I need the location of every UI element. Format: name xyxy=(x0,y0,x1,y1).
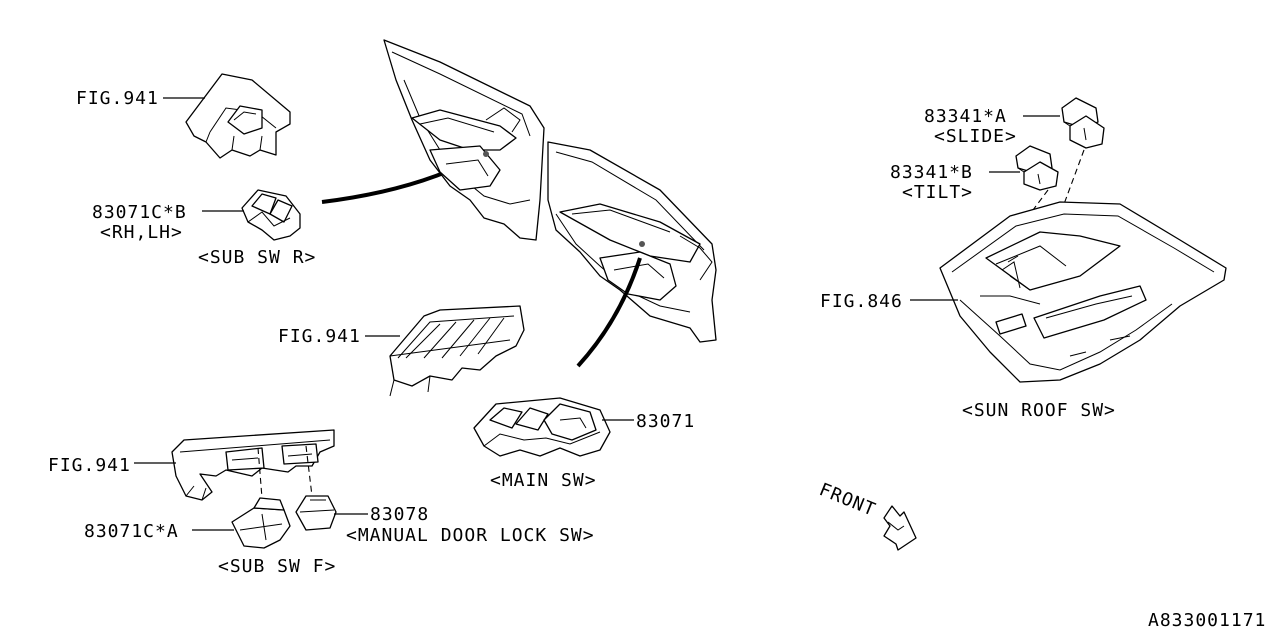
slide-label: <SLIDE> xyxy=(934,126,1017,147)
diagram-id: A833001171 xyxy=(1148,610,1266,631)
part-83071-label[interactable]: 83071 xyxy=(636,411,695,432)
part-83071c-a-label[interactable]: 83071C*A xyxy=(84,521,179,542)
sun-roof-sw-label: <SUN ROOF SW> xyxy=(962,400,1116,421)
fig941-mid-label[interactable]: FIG.941 xyxy=(278,326,361,347)
rh-lh-label: <RH,LH> xyxy=(100,222,183,243)
overhead-console xyxy=(939,201,1227,383)
slide-switch xyxy=(1061,97,1105,149)
fig941-bottom-label[interactable]: FIG.941 xyxy=(48,455,131,476)
part-83341-b-label[interactable]: 83341*B xyxy=(890,162,973,183)
tilt-label: <TILT> xyxy=(902,182,973,203)
front-armrest-panel xyxy=(389,305,525,397)
manual-door-lock-switch xyxy=(295,495,337,531)
front-door-trim xyxy=(547,141,717,343)
part-83341-a-label[interactable]: 83341*A xyxy=(924,106,1007,127)
sub-sw-r-label: <SUB SW R> xyxy=(198,247,316,268)
rear-door-trim xyxy=(383,39,545,241)
part-83078-label[interactable]: 83078 xyxy=(370,504,429,525)
part-83071c-b-label[interactable]: 83071C*B xyxy=(92,202,187,223)
sub-switch-f xyxy=(231,497,291,549)
front-arrow-icon xyxy=(883,505,917,551)
fig846-label[interactable]: FIG.846 xyxy=(820,291,903,312)
bottom-armrest-panel xyxy=(171,429,335,501)
main-sw-label: <MAIN SW> xyxy=(490,470,597,491)
sub-sw-f-label: <SUB SW F> xyxy=(218,556,336,577)
fig941-top-label[interactable]: FIG.941 xyxy=(76,88,159,109)
front-label: FRONT xyxy=(816,479,879,521)
sub-switch-r xyxy=(241,189,301,241)
rear-armrest-panel xyxy=(185,73,291,159)
manual-door-lock-sw-label: <MANUAL DOOR LOCK SW> xyxy=(346,525,595,546)
main-switch xyxy=(473,397,611,457)
tilt-switch xyxy=(1015,145,1059,191)
